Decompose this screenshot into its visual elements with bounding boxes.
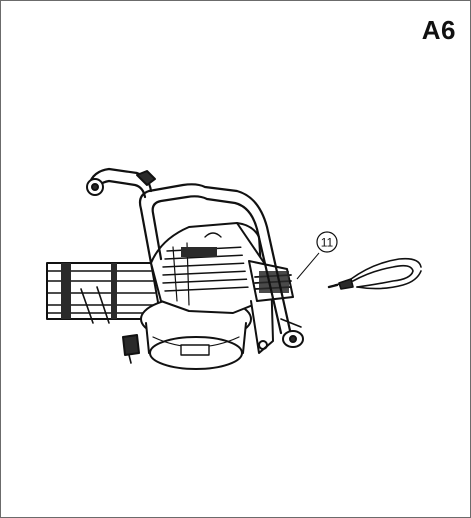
leaf-blower-icon: [46, 167, 304, 370]
figure-label: A6: [421, 15, 456, 45]
shoulder-strap-icon: [327, 257, 422, 290]
callout-number: 11: [321, 236, 334, 250]
callout-marker: [296, 231, 338, 280]
